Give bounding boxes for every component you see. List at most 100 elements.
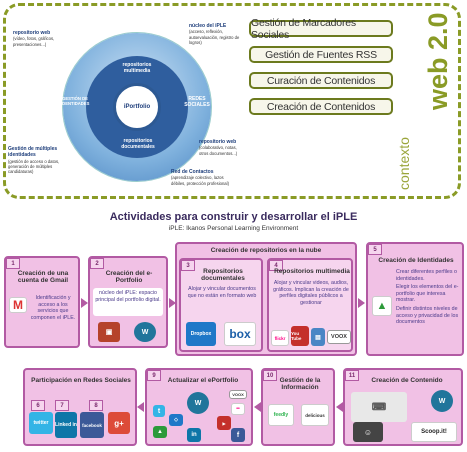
middle-ring: iPortfolio repositorios multimedia repos… [86,56,188,158]
box-actualizar: 9 Actualizar el ePortfolio t W VOOX •• ◇… [145,368,253,446]
iple-diagram: iPortfolio repositorios multimedia repos… [61,33,211,181]
box-heading: Creación de Contenido [371,377,443,384]
voox-icon: VOOX [327,330,351,344]
box-identidades: 5 Creación de Identidades ▲ Crear difere… [366,242,464,356]
note-repo-web: repositorio web(vídeo, fotos, gráficos, … [13,30,73,47]
box-text: Alojar y vincular videos, audios, gráfic… [273,280,349,306]
note-title: Red de Contactos [171,169,214,175]
note-nucleo: núcleo del iPLE(acceso, reflexión, autoe… [189,23,241,45]
box-text-area: núcleo del iPLE: espacio principal del p… [93,288,163,316]
note-text: (colaborativo, notas, otros documentos..… [199,145,238,156]
presenter-icon: ☺ [353,422,383,442]
contexto-label: contexto [396,137,412,190]
youtube-icon: ▶ [217,416,231,430]
note-title: repositorio web [13,30,51,36]
drive-icon: ▲ [372,296,392,316]
note-text: (aprendizaje colectivo, lazos débiles, p… [171,175,229,186]
box-heading: Repositorios documentales [201,268,245,283]
step-number: 2 [90,258,104,269]
context-frame: iPortfolio repositorios multimedia repos… [3,3,461,199]
note-red-contactos: Red de Contactos(aprendizaje colectivo, … [171,169,231,186]
arrow-right-icon [81,298,88,308]
note-title: Gestión de múltiples identidades [8,146,58,159]
arrow-left-icon [336,402,343,412]
web20-label: web 2.0 [423,12,453,110]
drive-icon: ▲ [153,426,167,438]
step-number: 8 [89,400,103,411]
note-title: repositorio web [199,139,237,145]
note-text: (gestión de acceso o datos, generación d… [8,158,60,175]
box-heading: Actualizar el ePortfolio [167,377,239,384]
box-text: Alojar y vincular documentos que no está… [187,286,257,299]
dropbox-icon: Dropbox [186,322,216,346]
core-label: iPortfolio [123,104,151,110]
box-heading: Creación de una cuenta de Gmail [17,270,69,285]
note-text: (acceso, reflexión, autoevaluación, regi… [189,29,240,45]
list-item: Definir distintos niveles de acceso y pr… [396,306,459,326]
box-eportfolio: 2 Creación del e-Portfolio núcleo del iP… [88,256,168,348]
gmail-icon: M [9,297,27,313]
step-number: 9 [147,370,161,381]
page-subtitle: iPLE: Ikanos Personal Learning Environme… [168,225,299,232]
flickr-icon: •• [231,403,245,415]
note-repo-web-2: repositorio web(colaborativo, notas, otr… [199,139,243,156]
step-number: 6 [31,400,45,411]
note-title: núcleo del iPLE [189,23,227,29]
page-title: Actividades para construir y desarrollar… [109,211,358,223]
step-number: 4 [269,260,283,271]
box-creacion-contenido: 11 Creación de Contenido ⌨ W ☺ Scoop.it! [343,368,463,446]
facebook-icon: facebook [80,412,104,438]
linkedin-icon: Linked in [55,412,77,438]
arrow-left-icon [137,402,144,412]
note-gestion: Gestión de múltiples identidades(gestión… [8,146,72,174]
btn-creacion[interactable]: Creación de Contenidos [249,98,393,115]
box-heading: Participación en Redes Sociales [31,377,131,384]
box-heading: Creación del e-Portfolio [105,270,153,285]
btn-marcadores[interactable]: Gestión de Marcadores Sociales [249,17,393,41]
wordpress-icon: W [134,322,156,342]
youtube-icon: You Tube [291,326,309,346]
box-text: núcleo del iPLE: espacio principal del p… [95,290,161,303]
ring-redes: REDES SOCIALES [184,96,210,108]
iportfolio-core: iPortfolio [113,83,161,131]
note-text: (vídeo, fotos, gráficos, presentaciones.… [13,36,55,47]
keyboard-icon: ⌨ [351,392,407,422]
facebook-icon: f [231,428,245,442]
btn-curacion[interactable]: Curación de Contenidos [249,72,393,89]
step-number: 10 [263,370,277,381]
ring-documentales: repositorios documentales [121,138,155,150]
list-item: Crear diferentes perfiles o identidades. [396,269,457,282]
box-text: Identificación y acceso a los servicios … [30,295,76,321]
arrow-left-icon [254,402,261,412]
portfolio-icon: ▣ [98,322,120,342]
ring-multimedia: repositorios multimedia [122,62,152,74]
arrow-right-icon [358,298,365,308]
box-gmail: 1 Creación de una cuenta de Gmail M Iden… [4,256,80,348]
box-heading: Gestión de la Información [279,377,321,392]
wordpress-icon: W [431,390,453,412]
step-number: 7 [55,400,69,411]
step-number: 11 [345,370,359,381]
step-number: 1 [6,258,20,269]
twitter-icon: twitter [29,412,53,434]
flickr-icon: flickr [271,330,289,346]
dropbox-icon: ◇ [169,414,183,426]
step-number: 3 [181,260,195,271]
googleplus-icon: g+ [108,412,130,434]
box-gestion-info: 10 Gestión de la Información feedly deli… [261,368,335,446]
box-redes: Participación en Redes Sociales 6 7 8 tw… [23,368,137,446]
scoopit-icon: Scoop.it! [411,422,457,442]
btn-rss[interactable]: Gestión de Fuentes RSS [249,46,393,63]
arrow-right-icon [169,298,176,308]
presentation-icon: ▤ [311,328,325,346]
box-repo-multi: 4 Repositorios multimedia Alojar y vincu… [267,258,353,352]
box-nube: Creación de repositorios en la nube 3 Re… [175,242,357,356]
twitter-icon: t [153,405,165,417]
box-repo-doc: 3 Repositorios documentales Alojar y vin… [179,258,263,352]
ring-gestion: GESTIÓN DE IDENTIDADES [61,96,90,107]
feedly-icon: feedly [268,404,294,426]
box-icon: box [224,322,256,346]
box-heading: Creación de repositorios en la nube [210,247,322,254]
delicious-icon: delicious [301,404,329,426]
list-item: Elegir los elementos del e-portfolio que… [396,284,459,304]
